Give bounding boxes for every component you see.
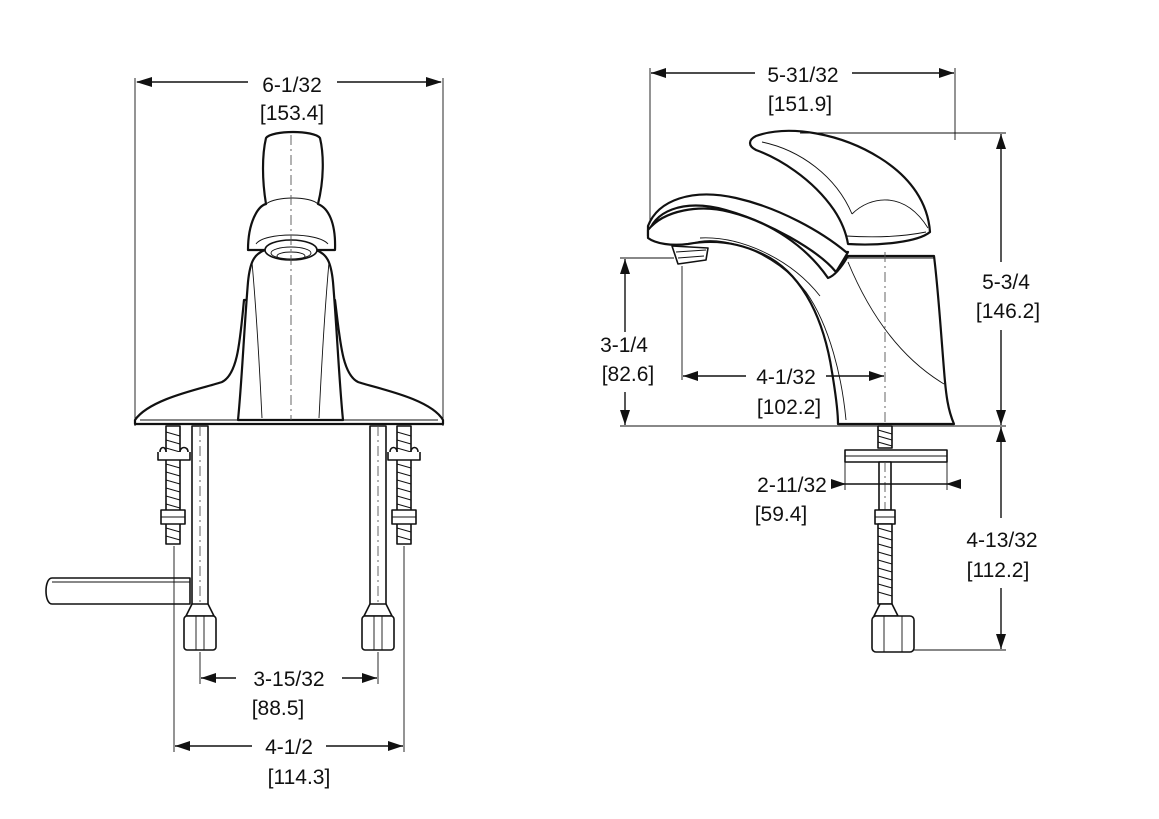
front-overall-width-fraction: 6-1/32	[262, 74, 322, 97]
front-mount-spread-fraction: 4-1/2	[265, 736, 313, 759]
side-spout-reach-fraction: 4-1/32	[756, 366, 816, 389]
side-overall-height-metric: [146.2]	[976, 300, 1040, 323]
side-spout-height-metric: [82.6]	[602, 363, 655, 386]
front-center-spread-metric: [88.5]	[252, 697, 305, 720]
side-overall-height-fraction: 5-3/4	[982, 271, 1030, 294]
front-overall-width-metric: [153.4]	[260, 102, 324, 125]
front-view: 6-1/32 [153.4]	[45, 74, 445, 789]
side-spout-height-fraction: 3-1/4	[600, 334, 648, 357]
side-spout-reach-metric: [102.2]	[757, 396, 821, 419]
front-mount-spread-metric: [114.3]	[268, 766, 331, 789]
side-view: 5-31/32 [151.9] 5-3/4 [146.2]	[600, 64, 1040, 653]
side-plate-width-fraction: 2-11/32	[757, 474, 827, 497]
side-overall-depth-fraction: 5-31/32	[767, 64, 838, 87]
front-center-spread-fraction: 3-15/32	[253, 668, 324, 691]
side-plate-width-metric: [59.4]	[755, 503, 808, 526]
side-below-deck-fraction: 4-13/32	[966, 529, 1037, 552]
side-below-deck-metric: [112.2]	[967, 559, 1030, 582]
side-overall-depth-metric: [151.9]	[768, 93, 832, 116]
